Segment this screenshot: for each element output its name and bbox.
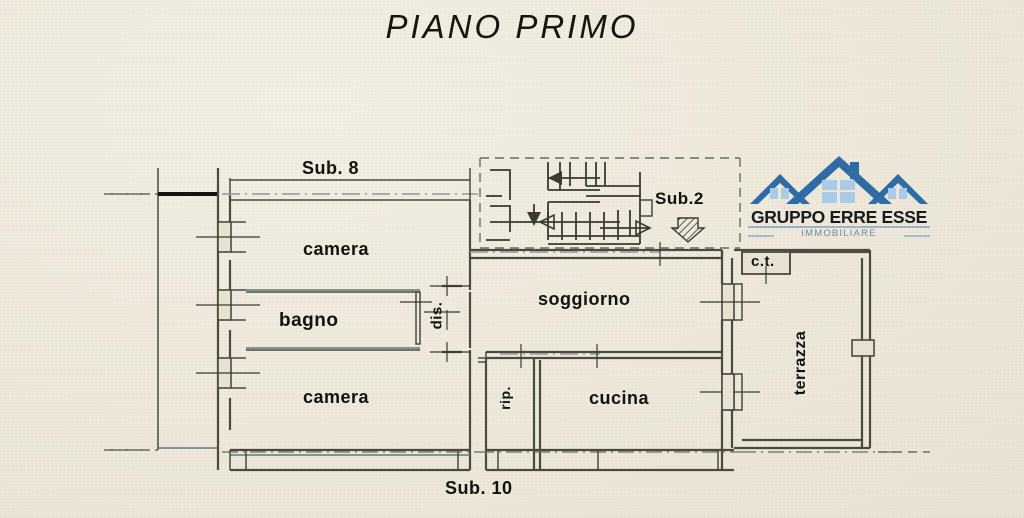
stairwell-sub2 (479, 157, 741, 249)
label-soggiorno: soggiorno (538, 289, 631, 309)
label-sub10: Sub. 10 (445, 478, 513, 498)
left-extension-lines (110, 193, 158, 451)
interior-walls-left (246, 200, 472, 470)
page-title: PIANO PRIMO (385, 8, 639, 45)
logo-rule (748, 226, 930, 237)
soggiorno-top-wall (470, 242, 724, 266)
entry-arrow-icon (670, 217, 706, 243)
label-camera-top: camera (303, 239, 370, 259)
sub10-bottom-boundary (222, 448, 900, 472)
right-apartment-wall (720, 250, 734, 470)
soggiorno-cucina-divider (485, 344, 722, 368)
label-bagno: bagno (279, 310, 339, 331)
corridor-dis (424, 276, 470, 362)
window-symbols-left-wall (196, 221, 260, 389)
terrazza-area (734, 248, 875, 450)
label-camera-bottom: camera (303, 387, 370, 407)
logo-company-name: GRUPPO ERRE ESSE (750, 207, 928, 227)
label-terrazza: terrazza (792, 330, 810, 396)
label-ct: c.t. (751, 253, 775, 270)
misc-extension-marks (104, 193, 930, 453)
label-dis: dis. (428, 301, 446, 330)
sub8-top-boundary (222, 168, 478, 201)
stair-treads (486, 162, 652, 245)
company-logo: GRUPPO ERRE ESSE IMMOBILIARE (746, 152, 932, 244)
logo-subtitle: IMMOBILIARE (801, 228, 877, 239)
roofs-icon (750, 156, 928, 204)
label-rip: rip. (496, 386, 513, 410)
rip-closet (478, 357, 542, 470)
cucina-door-symbol (721, 373, 735, 411)
label-sub2: Sub.2 (655, 189, 704, 208)
left-outer-wall-bracket (157, 168, 218, 450)
label-sub8: Sub. 8 (302, 158, 360, 178)
label-cucina: cucina (589, 388, 650, 408)
